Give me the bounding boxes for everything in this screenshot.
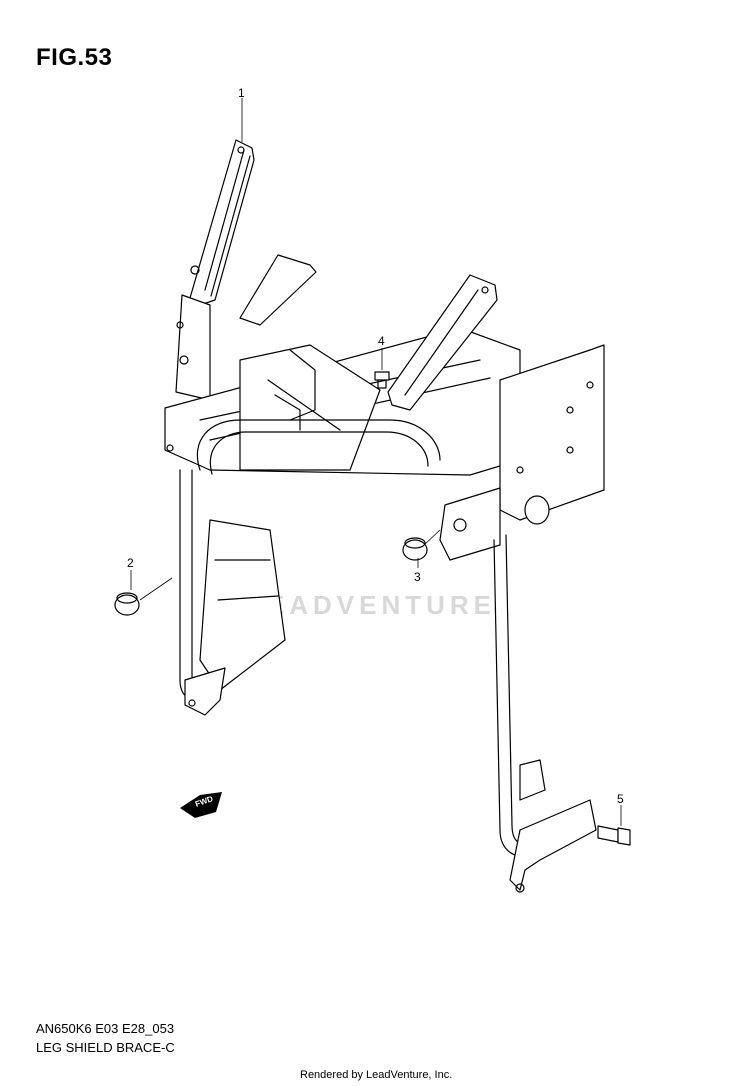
- part-1-brace[interactable]: [164, 139, 605, 893]
- part-3-grommet[interactable]: [402, 529, 441, 561]
- part-5-bolt[interactable]: [597, 825, 631, 846]
- watermark-text: LEADVENTURE: [246, 590, 497, 620]
- callout-3-label: 3: [414, 570, 421, 584]
- footer-credit: Rendered by LeadVenture, Inc.: [300, 1069, 453, 1081]
- callout-1-label: 1: [238, 86, 245, 100]
- figure-title: FIG.53: [36, 44, 113, 71]
- figure-code: AN650K6 E03 E28_053: [36, 1021, 175, 1036]
- callout-4-label: 4: [378, 334, 385, 348]
- callout-5-label: 5: [617, 792, 624, 806]
- part-2-grommet[interactable]: [114, 577, 173, 616]
- callout-2-label: 2: [127, 556, 134, 570]
- fwd-arrow-icon: [180, 792, 222, 818]
- part-4-bolt[interactable]: [374, 371, 390, 389]
- figure-caption: LEG SHIELD BRACE-C: [36, 1040, 175, 1055]
